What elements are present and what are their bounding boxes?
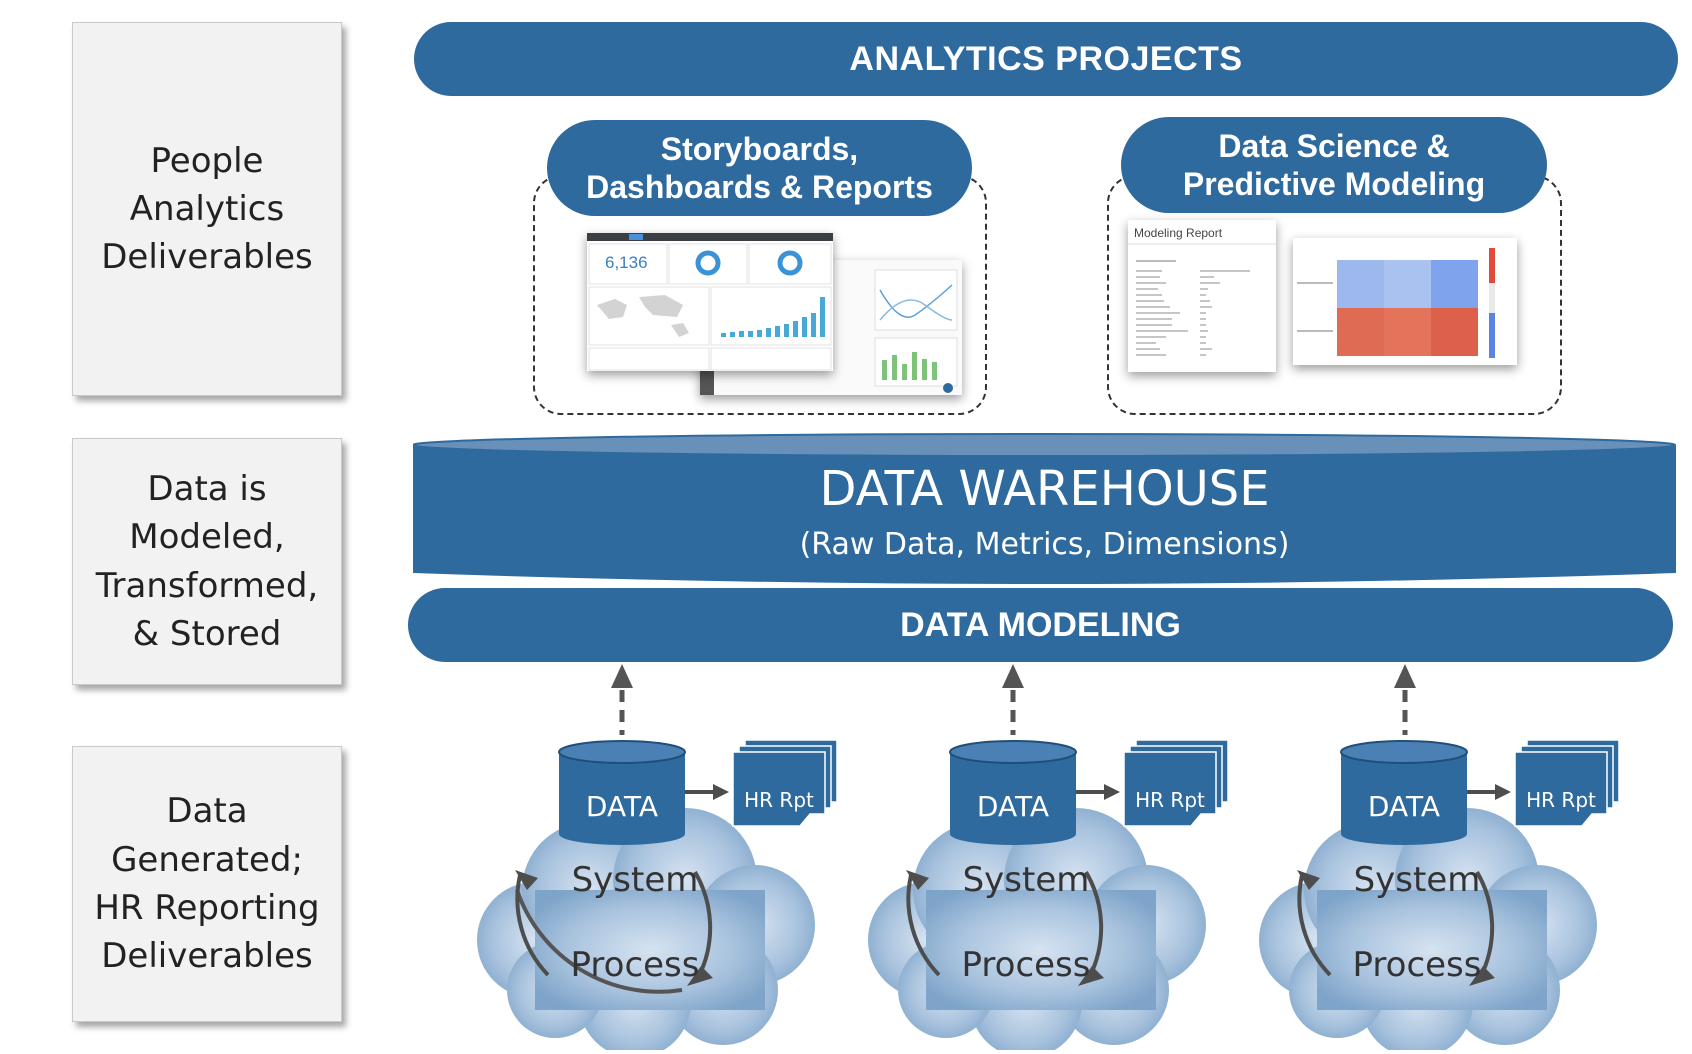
label-data-generated: Data Generated; HR Reporting Deliverable… (72, 746, 342, 1022)
process-label: Process (961, 945, 1091, 985)
data-science-pill: Data Science & Predictive Modeling (1121, 117, 1547, 213)
label-text: People Analytics Deliverables (101, 140, 313, 278)
label-text: Data is Modeled, Transformed, & Stored (95, 468, 319, 654)
source-group-1: DATA HR Rpt System Process (455, 740, 855, 1050)
storyboards-label: Storyboards, Dashboards & Reports (586, 130, 933, 205)
warehouse-cylinder (413, 433, 1676, 584)
report-stack-icon (1514, 740, 1620, 827)
database-icon (949, 740, 1077, 845)
process-label: Process (1352, 945, 1482, 985)
database-icon (1340, 740, 1468, 845)
label-people-analytics-deliverables: People Analytics Deliverables (72, 22, 342, 396)
data-modeling-label: DATA MODELING (900, 605, 1181, 644)
process-label: Process (570, 945, 700, 985)
hr-report-label: HR Rpt (744, 788, 814, 812)
data-label: DATA (1367, 790, 1441, 823)
modeling-report-lines (1128, 243, 1276, 356)
dashboard-screenshot-front: 6,136 (587, 233, 833, 371)
cloud-shape (1259, 808, 1597, 1050)
header-title: ANALYTICS PROJECTS (849, 39, 1243, 78)
label-text: Data Generated; HR Reporting Deliverable… (94, 791, 320, 977)
system-label: System (962, 860, 1090, 900)
dashboard-front-graphic (587, 233, 833, 371)
system-label: System (1353, 860, 1481, 900)
source-graphic (868, 740, 1229, 1050)
modeling-report-title: Modeling Report (1134, 226, 1223, 240)
dashboard-kpi-value: 6,136 (605, 253, 648, 272)
cloud-shape (868, 808, 1206, 1050)
data-label: DATA (585, 790, 659, 823)
data-science-label: Data Science & Predictive Modeling (1182, 127, 1486, 202)
data-label: DATA (976, 790, 1050, 823)
storyboards-pill: Storyboards, Dashboards & Reports (547, 120, 972, 216)
source-group-3: DATA HR Rpt System Process (1237, 740, 1637, 1050)
database-icon (558, 740, 686, 845)
analytics-projects-header: ANALYTICS PROJECTS (414, 22, 1678, 96)
system-label: System (571, 860, 699, 900)
heatmap-screenshot (1293, 238, 1517, 365)
modeling-report-screenshot: Modeling Report (1128, 220, 1276, 372)
hr-report-label: HR Rpt (1526, 788, 1596, 812)
up-arrow-icon (611, 664, 633, 688)
report-stack-icon (732, 740, 838, 827)
data-warehouse: DATA WAREHOUSE (Raw Data, Metrics, Dimen… (413, 433, 1676, 585)
warehouse-subtitle: (Raw Data, Metrics, Dimensions) (799, 526, 1290, 562)
report-stack-icon (1123, 740, 1229, 827)
heatmap-graphic (1293, 238, 1517, 365)
cloud-shape (477, 808, 815, 1050)
hr-report-label: HR Rpt (1135, 788, 1205, 812)
up-arrow-icon (1394, 664, 1416, 688)
label-data-modeled-stored: Data is Modeled, Transformed, & Stored (72, 438, 342, 685)
up-arrow-icon (1002, 664, 1024, 688)
source-graphic (477, 740, 838, 1050)
data-modeling-bar: DATA MODELING (408, 588, 1673, 662)
source-graphic (1259, 740, 1620, 1050)
warehouse-title: DATA WAREHOUSE (819, 461, 1270, 517)
source-group-2: DATA HR Rpt System Process (846, 740, 1246, 1050)
